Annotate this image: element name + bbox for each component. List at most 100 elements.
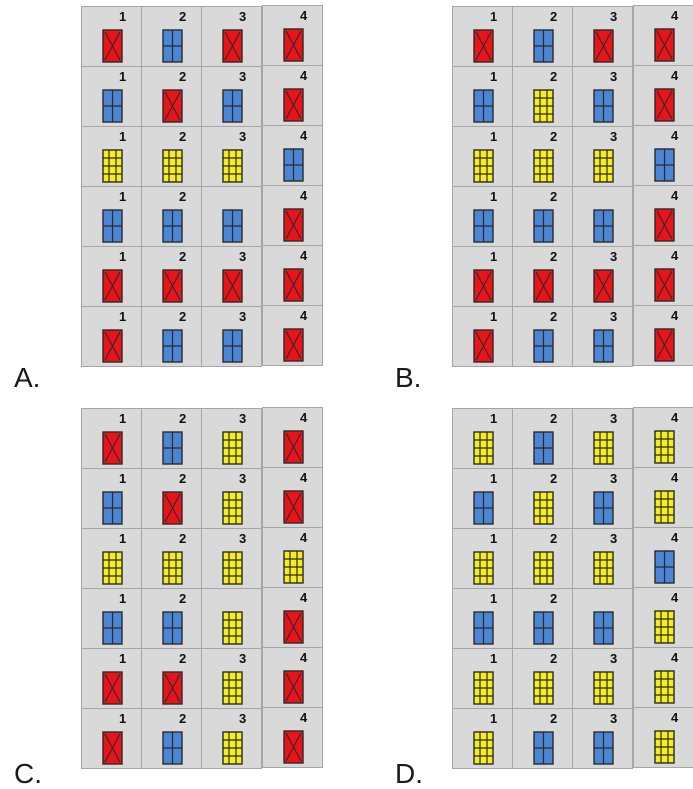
grid-cell: 1 [452, 126, 513, 187]
cell-number: 4 [300, 308, 308, 323]
grid-cell: 2 [512, 66, 573, 127]
grid-cell: 4 [633, 467, 693, 528]
cell-number: 2 [179, 9, 187, 24]
grid-cell: 1 [452, 306, 513, 367]
cell-number: 2 [550, 651, 558, 666]
cell-number: 2 [179, 471, 187, 486]
cell-number: 3 [239, 69, 247, 84]
grid-cell: 3 [572, 306, 633, 367]
cell-number: 3 [239, 531, 247, 546]
grid-cell: 2 [512, 468, 573, 529]
grid-cell: 4 [633, 707, 693, 768]
cell-number: 1 [119, 9, 127, 24]
grid-cell: 2 [512, 186, 573, 247]
grid-cell: 4 [262, 407, 323, 468]
grid-cell: 2 [141, 66, 202, 127]
cell-number: 2 [550, 711, 558, 726]
cell-number: 1 [490, 531, 498, 546]
grid-cell: 4 [262, 305, 323, 366]
grid-cell: 3 [201, 66, 262, 127]
grid-cell: 2 [141, 186, 202, 247]
cell-number: 2 [179, 69, 187, 84]
cell-number: 4 [671, 590, 679, 605]
grid-cell: 2 [512, 408, 573, 469]
cell-number: 1 [490, 189, 498, 204]
cell-number: 3 [610, 531, 618, 546]
cell-number: 4 [300, 188, 308, 203]
grid-cell: 1 [452, 708, 513, 769]
grid-cell: 1 [452, 186, 513, 247]
grid-cell: 1 [452, 246, 513, 307]
grid-cell: 4 [262, 125, 323, 186]
cell-number: 1 [490, 249, 498, 264]
grid-cell: 4 [262, 707, 323, 768]
grid-cell: 2 [512, 306, 573, 367]
grid-cell: 2 [141, 648, 202, 709]
grid-cell: 4 [633, 587, 693, 648]
cell-number: 1 [119, 531, 127, 546]
grid-cell: 4 [633, 125, 693, 186]
grid-cell: 1 [81, 408, 142, 469]
cell-number: 3 [610, 9, 618, 24]
cell-number: 2 [550, 531, 558, 546]
cell-number: 3 [239, 711, 247, 726]
grid-cell: 2 [512, 588, 573, 649]
grid-cell: 3 [201, 648, 262, 709]
grid-cell: 1 [81, 306, 142, 367]
grid-cell: 2 [141, 246, 202, 307]
cell-number: 4 [671, 470, 679, 485]
panel-label-a: A. [14, 362, 41, 393]
cell-number: 2 [550, 9, 558, 24]
cell-number: 3 [239, 249, 247, 264]
grid-cell: 4 [633, 305, 693, 366]
cell-number: 1 [119, 471, 127, 486]
grid-cell: 2 [512, 708, 573, 769]
grid-cell: 4 [262, 467, 323, 528]
grid-cell: 1 [81, 468, 142, 529]
cell-number: 4 [671, 530, 679, 545]
cell-number: 2 [179, 711, 187, 726]
cell-number: 1 [490, 129, 498, 144]
cell-number: 2 [550, 591, 558, 606]
cell-number: 3 [239, 309, 247, 324]
grid-cell: 2 [512, 6, 573, 67]
cell-number: 3 [610, 711, 618, 726]
grid-cell: 3 [572, 468, 633, 529]
cell-number: 2 [550, 69, 558, 84]
cell-number: 3 [610, 69, 618, 84]
grid-cell: 2 [512, 528, 573, 589]
grid-cell: 1 [452, 6, 513, 67]
grid-cell: 4 [262, 185, 323, 246]
grid-cell [201, 186, 262, 247]
cell-number: 3 [239, 129, 247, 144]
cell-number: 4 [671, 128, 679, 143]
cell-number: 1 [490, 711, 498, 726]
cell-number: 2 [179, 651, 187, 666]
cell-number: 2 [550, 309, 558, 324]
cell-number: 4 [671, 68, 679, 83]
cell-number: 4 [671, 410, 679, 425]
cell-number: 1 [490, 651, 498, 666]
cell-number: 4 [300, 470, 308, 485]
grid-cell: 4 [633, 527, 693, 588]
cell-number: 2 [550, 129, 558, 144]
grid-cell: 1 [452, 588, 513, 649]
grid-cell: 4 [262, 527, 323, 588]
cell-number: 2 [179, 309, 187, 324]
cell-number: 3 [610, 129, 618, 144]
grid-cell: 3 [201, 306, 262, 367]
panel-label-b: B. [395, 362, 422, 393]
cell-number: 3 [610, 309, 618, 324]
grid-cell: 4 [633, 245, 693, 306]
grid-cell: 1 [81, 186, 142, 247]
grid-cell: 3 [572, 648, 633, 709]
grid-cell: 1 [81, 588, 142, 649]
grid-cell: 3 [201, 246, 262, 307]
grid-cell: 4 [262, 587, 323, 648]
grid-cell: 2 [141, 588, 202, 649]
grid-cell: 1 [452, 408, 513, 469]
panel-label-c: C. [14, 758, 42, 789]
grid-cell [572, 186, 633, 247]
grid-cell: 3 [572, 66, 633, 127]
cell-number: 3 [239, 651, 247, 666]
